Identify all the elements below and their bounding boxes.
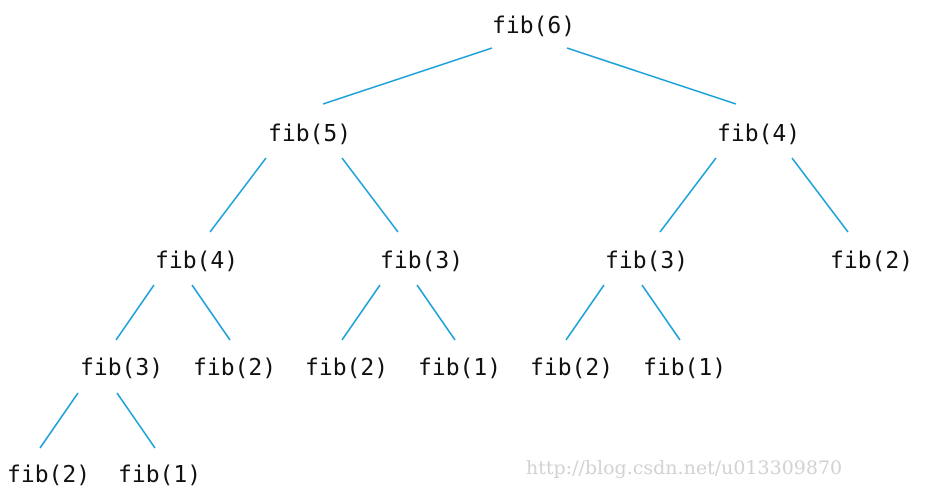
node-fib1-level4: fib(1) — [118, 462, 202, 488]
edge-fib5-fib4 — [209, 157, 267, 233]
node-fib2-level3-b: fib(2) — [305, 355, 389, 381]
node-fib4-left: fib(4) — [155, 248, 239, 274]
edge-fib3-fib2-left — [341, 284, 381, 341]
node-fib5: fib(5) — [268, 121, 352, 147]
node-fib2-level4: fib(2) — [7, 462, 91, 488]
edge-fib3b-fib2-left — [565, 284, 605, 341]
edge-fib4-fib2-right — [191, 284, 231, 341]
node-fib3-mid-right: fib(3) — [605, 248, 689, 274]
watermark-url: http://blog.csdn.net/u013309870 — [526, 457, 843, 479]
node-fib4-right: fib(4) — [717, 121, 801, 147]
edge-fib5-fib3 — [341, 157, 399, 233]
node-fib2-level3-c: fib(2) — [530, 355, 614, 381]
node-fib1-level3-b: fib(1) — [643, 355, 727, 381]
node-fib3-far-left: fib(3) — [80, 355, 164, 381]
edge-fib6-fib4 — [566, 47, 737, 105]
edge-fib3c-fib1-right — [116, 392, 156, 449]
edge-fib4-fib2 — [791, 157, 849, 233]
node-fib1-level3-a: fib(1) — [418, 355, 502, 381]
node-fib2-far-right: fib(2) — [830, 248, 914, 274]
edge-fib3b-fib1-right — [641, 284, 681, 341]
node-fib2-level3-a: fib(2) — [193, 355, 277, 381]
edge-fib4-fib3-left — [115, 284, 155, 341]
edge-fib3c-fib2-left — [39, 392, 79, 449]
edge-fib6-fib5 — [322, 47, 493, 105]
edge-fib3-fib1-right — [416, 284, 456, 341]
node-fib3-mid-left: fib(3) — [380, 248, 464, 274]
edge-fib4-fib3 — [659, 157, 717, 233]
node-fib6: fib(6) — [492, 13, 576, 39]
